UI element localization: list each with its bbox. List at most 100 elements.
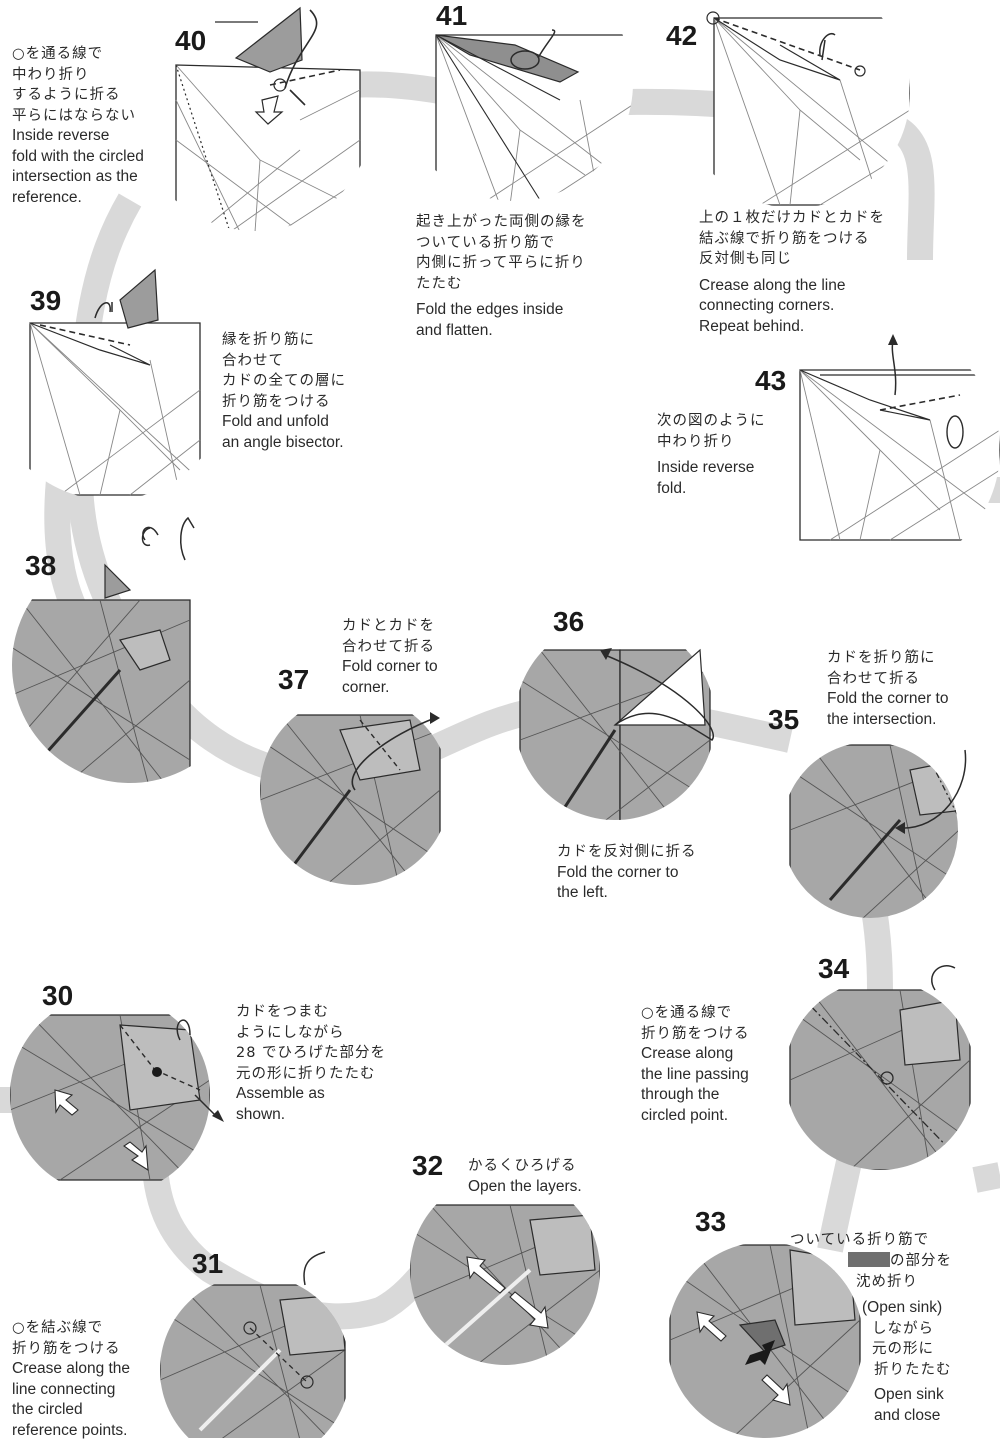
- caption-en: Crease along the line: [699, 276, 885, 297]
- step-number-43: 43: [755, 367, 786, 395]
- caption-en: Assemble as: [236, 1084, 386, 1105]
- step-36-diagram: [520, 648, 713, 840]
- step-42-caption: 上の１枚だけカドとカドを 結ぶ線で折り筋をつける 反対側も同じ Crease a…: [699, 208, 885, 337]
- caption-en: and flatten.: [416, 321, 587, 342]
- step-number-35: 35: [768, 706, 799, 734]
- caption-jp: 折り筋をつける: [222, 392, 346, 413]
- caption-jp: 反対側も同じ: [699, 249, 885, 270]
- caption-jp: カドとカドを: [342, 616, 438, 637]
- caption-en: Fold corner to: [342, 657, 438, 678]
- step-33-diagram: [670, 1245, 860, 1438]
- caption-jp: 28 でひろげた部分を: [236, 1043, 386, 1064]
- caption-en: and close: [874, 1406, 952, 1427]
- step-37-diagram: [260, 712, 440, 890]
- caption-jp: 元の形に: [872, 1339, 952, 1360]
- step-41-diagram: [436, 30, 640, 205]
- step-number-42: 42: [666, 22, 697, 50]
- step-32-diagram: [410, 1205, 600, 1370]
- step-30-caption: カドをつまむ ようにしながら 28 でひろげた部分を 元の形に折りたたむ Ass…: [236, 1002, 386, 1125]
- caption-jp: 元の形に折りたたむ: [236, 1064, 386, 1085]
- caption-jp: 結ぶ線で折り筋をつける: [699, 229, 885, 250]
- caption-en: Open the layers.: [468, 1177, 582, 1198]
- caption-en: Fold the corner to: [827, 689, 948, 710]
- step-33-caption-c: (Open sink) しながら 元の形に 折りたたむ Open sink an…: [862, 1298, 952, 1426]
- step-number-38: 38: [25, 552, 56, 580]
- caption-en: line connecting: [12, 1380, 130, 1401]
- caption-jp: 折り筋をつける: [12, 1339, 130, 1360]
- caption-en: the intersection.: [827, 710, 948, 731]
- caption-jp: するように折る: [12, 85, 144, 106]
- caption-jp: (Open sink): [862, 1298, 952, 1319]
- step-31-caption: ○を結ぶ線で 折り筋をつける Crease along the line con…: [12, 1318, 130, 1441]
- caption-en: Inside reverse: [12, 126, 144, 147]
- caption-en: shown.: [236, 1105, 386, 1126]
- caption-en: through the: [641, 1085, 750, 1106]
- caption-jp: 折りたたむ: [874, 1360, 952, 1381]
- caption-jp: ついている折り筋で: [416, 233, 587, 254]
- step-number-30: 30: [42, 982, 73, 1010]
- step-34-diagram: [790, 966, 970, 1170]
- caption-en: the line passing: [641, 1065, 750, 1086]
- caption-jp: 内側に折って平らに折り: [416, 253, 587, 274]
- caption-jp: 折り筋をつける: [641, 1024, 750, 1045]
- step-number-33: 33: [695, 1208, 726, 1236]
- caption-jp: ○を通る線で: [12, 44, 144, 65]
- step-43-caption: 次の図のように 中わり折り Inside reverse fold.: [657, 411, 766, 499]
- caption-en: fold with the circled: [12, 147, 144, 168]
- step-number-41: 41: [436, 2, 467, 30]
- caption-jp: ついている折り筋で: [790, 1230, 929, 1251]
- caption-jp: 縁を折り筋に: [222, 330, 346, 351]
- caption-en: the circled: [12, 1400, 130, 1421]
- caption-en: Fold and unfold: [222, 412, 346, 433]
- caption-jp: の部分を: [890, 1253, 952, 1269]
- caption-jp: ○を結ぶ線で: [12, 1318, 130, 1339]
- step-33-caption-a: ついている折り筋で: [790, 1230, 929, 1251]
- caption-en: an angle bisector.: [222, 433, 346, 454]
- caption-en: Crease along the: [12, 1359, 130, 1380]
- caption-jp: ようにしながら: [236, 1023, 386, 1044]
- caption-jp: 平らにはならない: [12, 106, 144, 127]
- caption-jp: カドを折り筋に: [827, 648, 948, 669]
- step-30-diagram: [10, 1015, 224, 1180]
- step-number-39: 39: [30, 287, 61, 315]
- step-41-caption: 起き上がった両側の縁を ついている折り筋で 内側に折って平らに折り たたむ Fo…: [416, 212, 587, 341]
- step-39-caption: 縁を折り筋に 合わせて カドの全ての層に 折り筋をつける Fold and un…: [222, 330, 346, 453]
- step-33-caption-b: の部分を 沈め折り: [848, 1251, 952, 1292]
- step-37-caption: カドとカドを 合わせて折る Fold corner to corner.: [342, 616, 438, 698]
- step-number-40: 40: [175, 27, 206, 55]
- caption-en: corner.: [342, 678, 438, 699]
- caption-en: Open sink: [874, 1385, 952, 1406]
- step-number-31: 31: [192, 1250, 223, 1278]
- step-43-diagram: [800, 334, 1000, 540]
- step-35-caption: カドを折り筋に 合わせて折る Fold the corner to the in…: [827, 648, 948, 730]
- caption-en: Fold the edges inside: [416, 300, 587, 321]
- step-35-diagram: [790, 745, 970, 930]
- caption-en: reference.: [12, 188, 144, 209]
- step-number-34: 34: [818, 955, 849, 983]
- caption-jp: 合わせて折る: [827, 669, 948, 690]
- caption-en: Repeat behind.: [699, 317, 885, 338]
- caption-en: circled point.: [641, 1106, 750, 1127]
- step-number-36: 36: [553, 608, 584, 636]
- caption-en: fold.: [657, 479, 766, 500]
- caption-jp: 合わせて: [222, 351, 346, 372]
- step-34-caption: ○を通る線で 折り筋をつける Crease along the line pas…: [641, 1003, 750, 1126]
- caption-jp: カドの全ての層に: [222, 371, 346, 392]
- caption-en: Crease along: [641, 1044, 750, 1065]
- step-32-caption: かるくひろげる Open the layers.: [468, 1156, 582, 1197]
- step-40-caption: ○を通る線で 中わり折り するように折る 平らにはならない Inside rev…: [12, 44, 144, 208]
- caption-jp: 上の１枚だけカドとカドを: [699, 208, 885, 229]
- caption-jp: ○を通る線で: [641, 1003, 750, 1024]
- caption-jp: 中わり折り: [657, 432, 766, 453]
- step-42-diagram: [707, 12, 910, 205]
- caption-en: Fold the corner to: [557, 863, 697, 884]
- caption-jp: 起き上がった両側の縁を: [416, 212, 587, 233]
- caption-jp: しながら: [872, 1319, 952, 1340]
- sink-region-swatch: [848, 1252, 890, 1267]
- step-36-caption: カドを反対側に折る Fold the corner to the left.: [557, 842, 697, 904]
- caption-jp: 沈め折り: [856, 1272, 952, 1293]
- step-number-32: 32: [412, 1152, 443, 1180]
- step-number-37: 37: [278, 666, 309, 694]
- caption-jp: 中わり折り: [12, 65, 144, 86]
- caption-jp: たたむ: [416, 274, 587, 295]
